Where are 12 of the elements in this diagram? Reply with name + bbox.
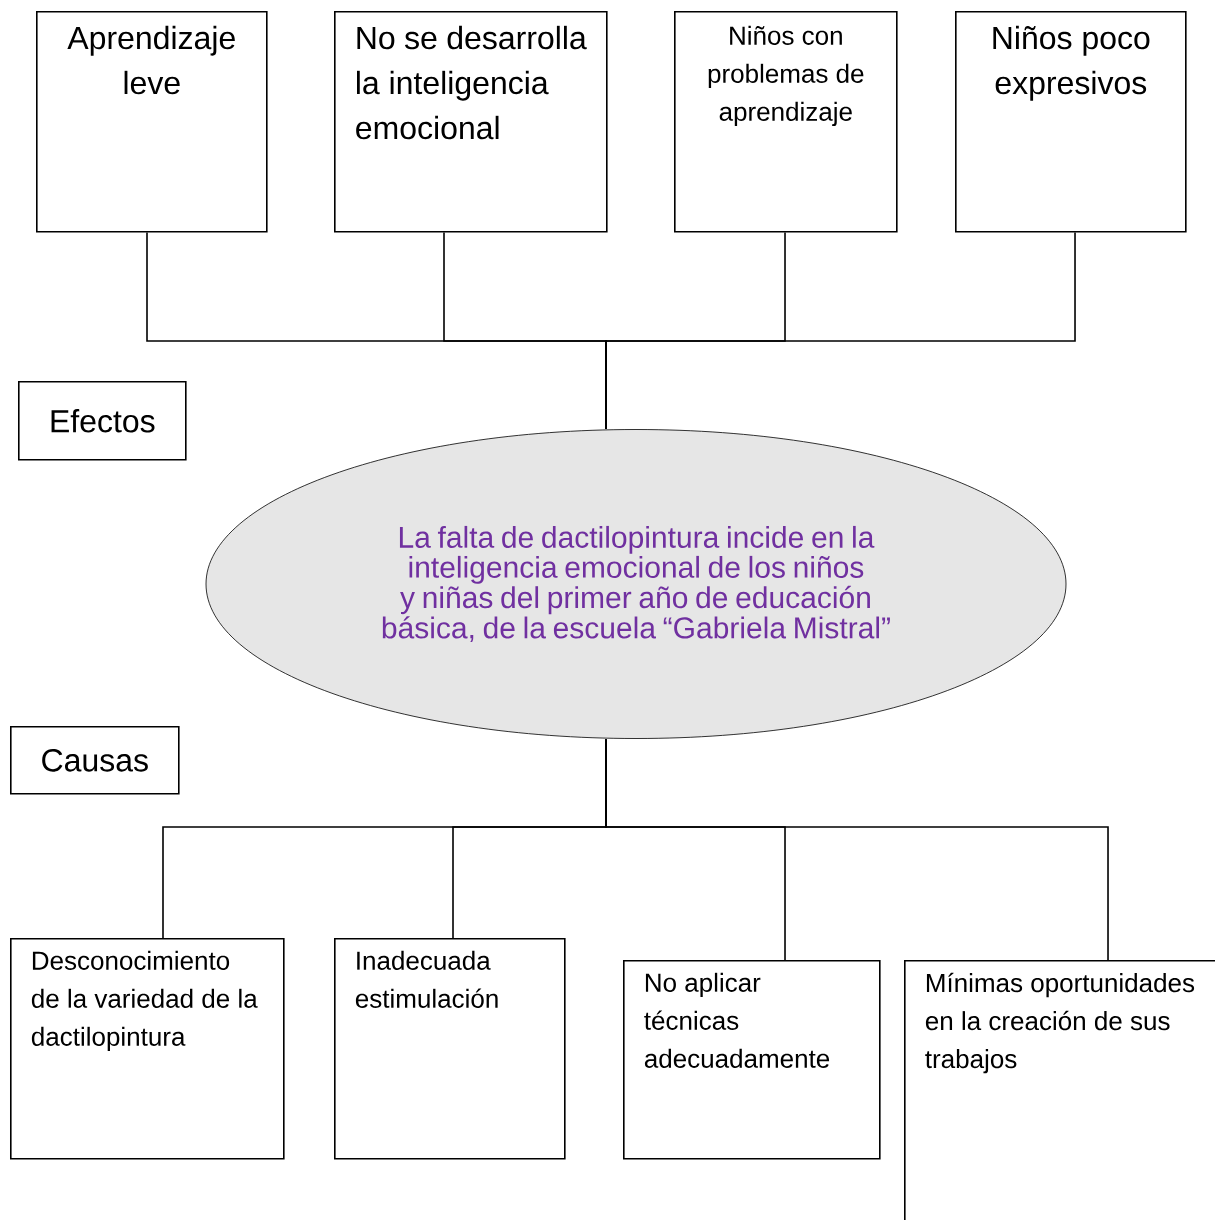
cause-box: No aplicar técnicas adecuadamente [623, 960, 881, 1160]
effect-box: No se desarrolla la inteligencia emocional [334, 11, 608, 233]
effect-box: Niños poco expresivos [955, 11, 1187, 233]
effect-box: Aprendizaje leve [36, 11, 268, 233]
section-label-box: Causas [10, 726, 180, 795]
section-label-box: Efectos [18, 381, 187, 461]
cause-box: Inadecuada estimulación [334, 938, 566, 1160]
connector-line [605, 738, 1109, 961]
cause-box: Mínimas oportunidades en la creación de sus trabajos [904, 960, 1215, 1220]
cause-box: Desconocimiento de la variedad de la dactilopintura [10, 938, 285, 1160]
connector-line [605, 231, 1076, 430]
effect-box: Niños con problemas de aprendizaje [674, 11, 898, 233]
